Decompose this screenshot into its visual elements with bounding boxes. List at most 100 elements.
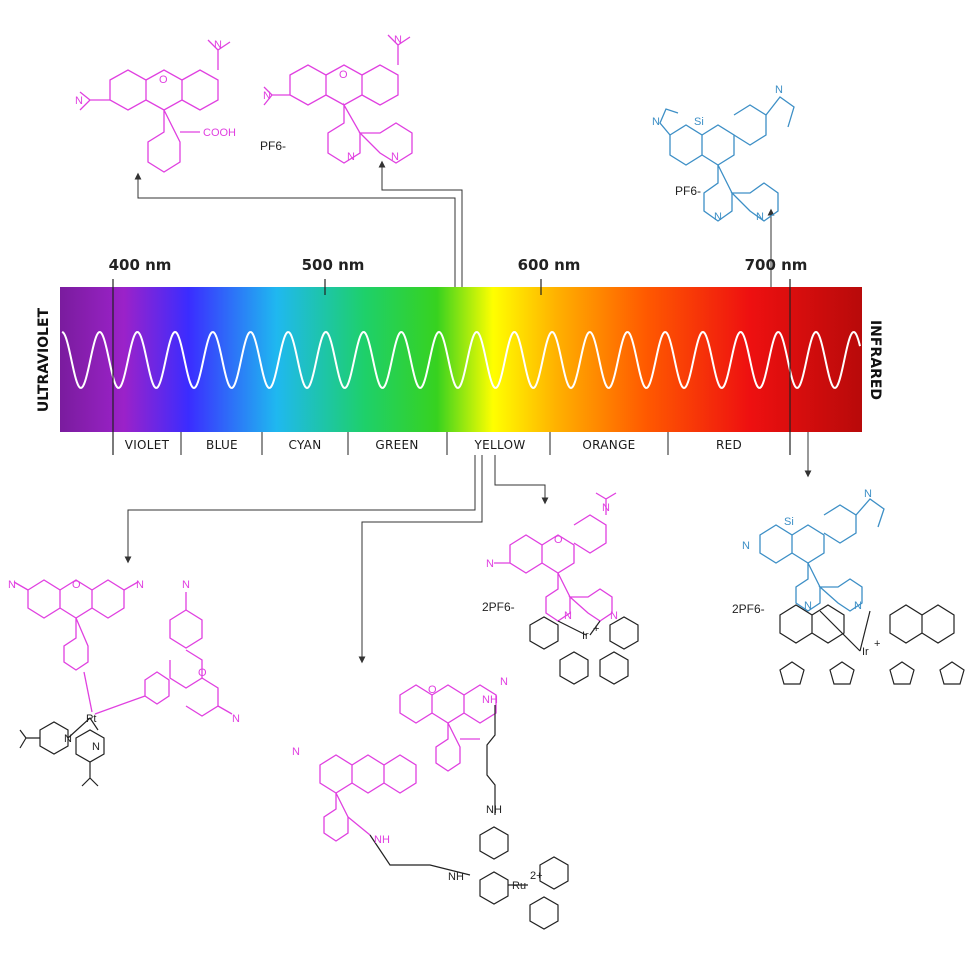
phenylpyridine-rings xyxy=(529,856,569,930)
counter-ion: 2PF6- xyxy=(732,602,765,616)
infrared-label: INFRARED xyxy=(867,320,883,400)
tick-label-600: 600 nm xyxy=(518,256,581,274)
band-label-yellow: YELLOW xyxy=(474,438,526,452)
ring-right xyxy=(823,504,857,544)
counter-ion: PF6- xyxy=(675,184,701,198)
pyridine-n-2: N xyxy=(854,600,862,612)
molecule-ir-rhodamine-complex: Ir + O N N N N 2PF6- xyxy=(482,492,639,685)
phenyl-b xyxy=(144,671,170,705)
xanthene-b-ring-3 xyxy=(383,754,417,794)
pyridine-ring-2 xyxy=(818,578,863,612)
band-label-red: RED xyxy=(716,438,742,452)
tick-label-700: 700 nm xyxy=(745,256,808,274)
ring-middle xyxy=(791,524,825,564)
xanthene-a-ring-2 xyxy=(431,684,465,724)
amide-nh-1: NH xyxy=(482,694,498,706)
pyridine-ring-2 xyxy=(568,588,613,622)
molecule-rhodamine-b: O N N COOH xyxy=(75,39,236,173)
spectrum-bar xyxy=(60,287,862,432)
atom-n-left: N xyxy=(652,116,660,128)
pyridine-n-2: N xyxy=(756,211,764,223)
molecule-ru-complex: Ru 2+ NH NH NH NH O N N xyxy=(292,676,569,930)
atom-n-1: N xyxy=(602,502,610,514)
counter-ion: 2PF6- xyxy=(482,600,515,614)
benzoic-ring xyxy=(147,109,181,173)
atom-n-right: N xyxy=(775,84,783,96)
molecule-ir-si-rhodamine-complex: Ir + Si N N N N 2PF6- xyxy=(732,488,965,685)
pyridine-n-2: N xyxy=(610,610,618,622)
arrow-to-m6 xyxy=(494,455,549,505)
xanthene-ring-right xyxy=(181,69,219,111)
benzoquinoxaline-right xyxy=(889,604,955,644)
atom-si: Si xyxy=(784,516,794,528)
xanthene-a-ring-1 xyxy=(27,579,61,619)
atom-n-1: N xyxy=(742,540,750,552)
ring-left xyxy=(669,124,703,166)
diethylamino-left xyxy=(79,91,110,111)
ultraviolet-label: ULTRAVIOLET xyxy=(36,307,52,412)
atom-o: O xyxy=(159,74,168,86)
band-row: VIOLET BLUE CYAN GREEN YELLOW ORANGE RED xyxy=(125,432,742,455)
bipyridine-ring-2 xyxy=(75,729,105,763)
ru-charge: 2+ xyxy=(530,870,543,882)
xanthene-ring-2 xyxy=(541,534,575,574)
arrow-to-m2 xyxy=(378,160,463,287)
atom-n-a2: N xyxy=(136,579,144,591)
pyridine-ring-1 xyxy=(703,164,733,222)
pyridine-n-2: N xyxy=(391,151,399,163)
pyridine-ring-2 xyxy=(358,122,413,164)
band-label-violet: VIOLET xyxy=(125,438,170,452)
atom-o-b: O xyxy=(198,667,207,679)
xanthene-b-ring-3 xyxy=(185,677,219,717)
bpy-ring-2 xyxy=(479,871,509,905)
ring-right xyxy=(733,104,767,146)
atom-o: O xyxy=(339,69,348,81)
atom-n-1: N xyxy=(292,746,300,758)
bipyridine-n-1: N xyxy=(64,733,72,745)
xanthene-b-ring-2 xyxy=(169,649,203,689)
counter-ion: PF6- xyxy=(260,139,286,153)
xanthene-ring-3 xyxy=(573,514,607,554)
atom-n-b1: N xyxy=(182,579,190,591)
bipyridine-ring-1 xyxy=(39,721,69,755)
pyrroline-right xyxy=(855,498,885,528)
pyrroline-right xyxy=(765,96,795,128)
thiophene-rings xyxy=(779,661,965,685)
ppy-ring-1 xyxy=(529,616,559,650)
pyridine-ring-1 xyxy=(795,562,821,612)
diethylamino-right xyxy=(387,34,411,65)
pt-coordination xyxy=(67,717,99,739)
diethylamino-groups xyxy=(13,581,233,715)
ring-middle xyxy=(701,124,735,166)
ppy-ring-2 xyxy=(609,616,639,650)
ppy-phenyl-rings xyxy=(559,651,629,685)
band-label-blue: BLUE xyxy=(206,438,238,452)
atom-n-2: N xyxy=(864,488,872,500)
alkyne-b xyxy=(94,695,146,715)
atom-n-right: N xyxy=(394,34,402,46)
atom-n-left: N xyxy=(263,90,271,102)
arrow-to-m5 xyxy=(358,455,483,664)
arrow-to-m1 xyxy=(134,172,456,287)
atom-si: Si xyxy=(694,116,704,128)
xanthene-ring-middle xyxy=(325,64,363,106)
ir-charge: + xyxy=(593,623,599,635)
phenyl-a xyxy=(63,617,89,671)
lactam-ring-a xyxy=(435,722,461,772)
atom-n-2: N xyxy=(486,558,494,570)
atom-o: O xyxy=(428,684,437,696)
wavelength-axis: 400 nm 500 nm 600 nm 700 nm xyxy=(109,256,808,455)
amide-nh-3: NH xyxy=(486,804,502,816)
atom-n-right: N xyxy=(214,39,222,51)
atom-o: O xyxy=(554,534,563,546)
molecule-rhodamine-bipyridine: O N N N N PF6- xyxy=(260,34,413,164)
atom-n-left: N xyxy=(75,95,83,107)
band-label-cyan: CYAN xyxy=(289,438,322,452)
pyridine-n-1: N xyxy=(714,211,722,223)
xanthene-a-ring-2 xyxy=(59,579,93,619)
metal-pt: Pt xyxy=(86,713,96,725)
tert-butyl-groups xyxy=(19,729,99,787)
ir-coordination xyxy=(819,610,871,652)
xanthene-b-ring-1 xyxy=(169,609,203,649)
